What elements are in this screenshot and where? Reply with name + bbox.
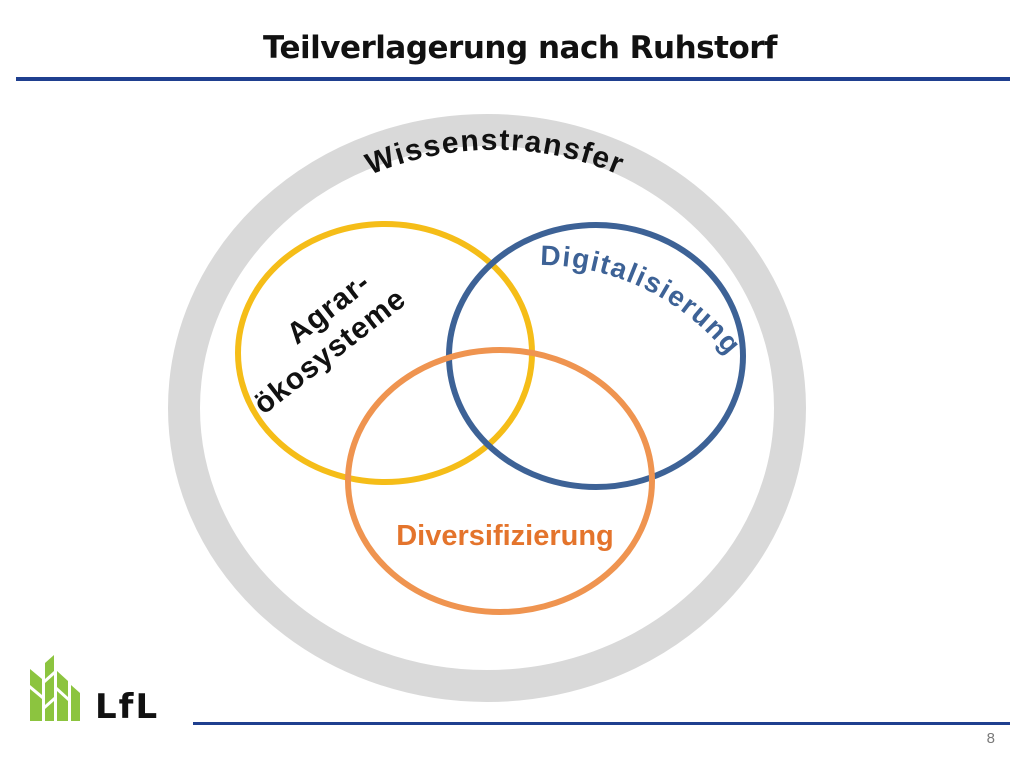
footer-rule (193, 722, 1010, 725)
page-number: 8 (986, 730, 995, 747)
title-rule (16, 77, 1010, 81)
divers-circle (345, 347, 655, 615)
slide-title: Teilverlagerung nach Ruhstorf (262, 30, 778, 66)
lfl-logo-text: LfL (95, 687, 160, 727)
outer-ring (168, 114, 806, 702)
digitalisierung-label: Digitalisierung (540, 240, 748, 361)
lfl-logo-icon (30, 655, 80, 721)
diversifizierung-label: Diversifizierung (396, 520, 614, 552)
